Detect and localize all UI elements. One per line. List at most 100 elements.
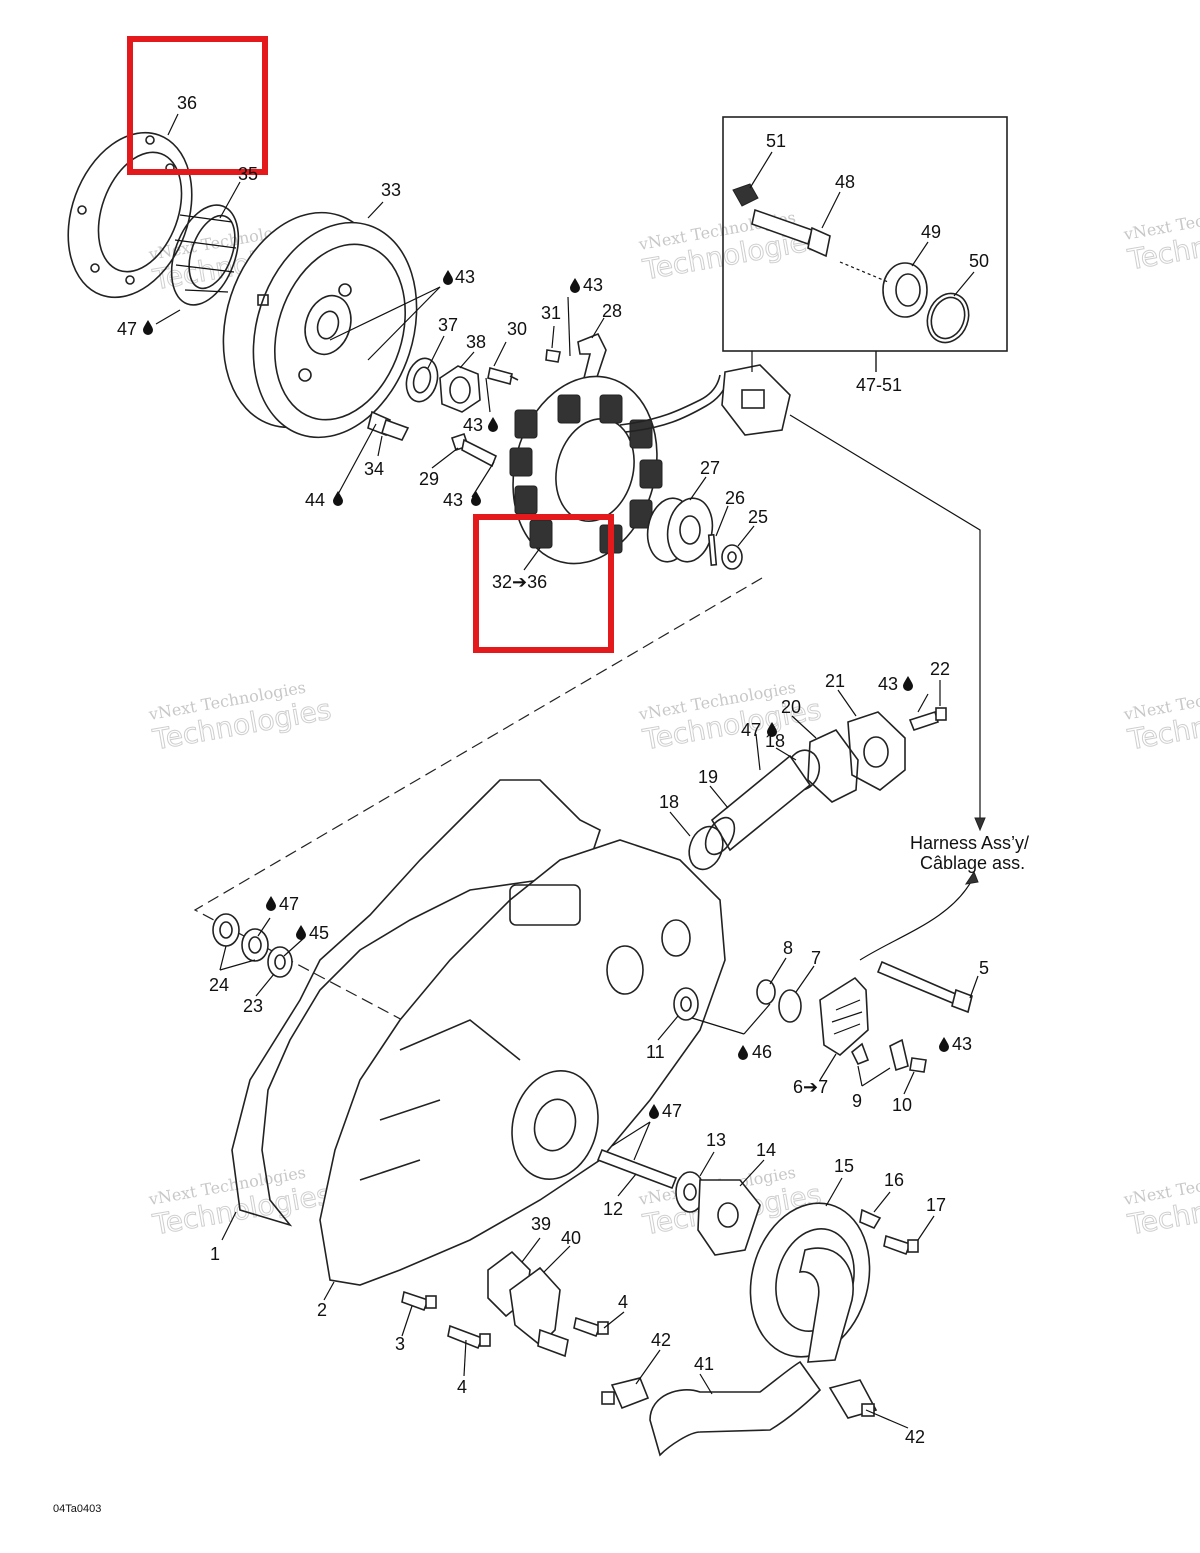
harness-arrow-head-lower [964, 870, 979, 885]
part-18-oring-lower[interactable] [683, 822, 728, 874]
callout-35: 35 [238, 164, 258, 184]
lubricant-drop-icon [570, 278, 580, 293]
part-10-screw[interactable] [909, 1057, 927, 1073]
callout-22: 22 [930, 659, 950, 679]
callout-43: 43 [878, 674, 898, 694]
part-19-sleeve[interactable] [700, 754, 812, 859]
callout-21: 21 [825, 671, 845, 691]
part-35-sprag-bearing[interactable] [159, 196, 251, 314]
callout-47-51: 47-51 [856, 375, 902, 395]
lubricant-drop-icon [296, 925, 306, 940]
part-14-impeller[interactable] [697, 1179, 761, 1256]
assembly-dashed-line [193, 577, 763, 1041]
part-24-bearings[interactable] [212, 913, 269, 962]
lubricant-drop-icon [333, 491, 343, 506]
callout-46: 46 [752, 1042, 772, 1062]
part-27-roller[interactable] [643, 495, 717, 566]
part-38-nut[interactable] [439, 365, 481, 413]
callout-37: 37 [438, 315, 458, 335]
part-2-magneto-cover[interactable] [319, 839, 726, 1286]
part-5-bolt[interactable] [876, 960, 973, 1014]
part-3-screw[interactable] [401, 1290, 437, 1312]
lubricant-drop-icon [649, 1104, 659, 1119]
part-50-ring[interactable] [921, 288, 976, 349]
part-8-seal[interactable] [756, 979, 776, 1005]
callout-29: 29 [419, 469, 439, 489]
part-16-screw[interactable] [859, 1208, 882, 1230]
callout-41: 41 [694, 1354, 714, 1374]
part-40-fitting[interactable] [509, 1266, 569, 1358]
harness-connector[interactable] [721, 364, 791, 436]
part-42-clamp-b[interactable] [828, 1379, 878, 1419]
inset-box-47-51 [722, 116, 1008, 372]
callout-16: 16 [884, 1170, 904, 1190]
callout-47: 47 [662, 1101, 682, 1121]
callout-38: 38 [466, 332, 486, 352]
callout-1: 1 [210, 1244, 220, 1264]
highlight-box-32-36 [473, 514, 614, 653]
callout-3: 3 [395, 1334, 405, 1354]
part-51-seal[interactable] [732, 183, 759, 207]
callout-labels: 36 35 33 47 43 43 37 38 30 31 28 43 34 4… [117, 93, 989, 1447]
part-36-ring-plate[interactable] [46, 115, 213, 314]
harness-route-line-lower [859, 879, 973, 961]
part-30-screw[interactable] [487, 367, 519, 385]
part-26-pin[interactable] [707, 533, 718, 566]
callout-15: 15 [834, 1156, 854, 1176]
callout-51: 51 [766, 131, 786, 151]
part-42-clamp-a[interactable] [601, 1377, 650, 1410]
part-21-thermostat-cover[interactable] [847, 711, 906, 791]
lubricant-drop-icon [903, 676, 913, 691]
part-20-gasket[interactable] [807, 728, 859, 803]
part-1-gasket[interactable] [231, 779, 601, 1227]
part-28-bracket[interactable] [577, 332, 607, 381]
part-17-screw[interactable] [883, 1234, 919, 1256]
callout-40: 40 [561, 1228, 581, 1248]
callout-48: 48 [835, 172, 855, 192]
callout-43: 43 [443, 490, 463, 510]
part-31-screw[interactable] [545, 349, 561, 363]
lubricant-drop-icon [143, 320, 153, 335]
lubricant-drop-icon [488, 417, 498, 432]
part-6-sensor[interactable] [819, 976, 869, 1056]
part-4-screw-a[interactable] [447, 1324, 491, 1350]
part-22-screw[interactable] [908, 707, 947, 731]
callout-39: 39 [531, 1214, 551, 1234]
callout-50: 50 [969, 251, 989, 271]
lubricant-drop-icon [939, 1037, 949, 1052]
part-37-washer[interactable] [402, 355, 442, 405]
part-34-bolt[interactable] [367, 410, 410, 441]
part-41-hose[interactable] [649, 1360, 822, 1457]
callout-34: 34 [364, 459, 384, 479]
harness-arrow-head [974, 817, 986, 832]
part-49-housing[interactable] [839, 261, 928, 318]
part-11-seal[interactable] [673, 987, 699, 1021]
lubricant-drop-icon [443, 270, 453, 285]
part-15-pump-housing[interactable] [734, 1190, 886, 1371]
callout-30: 30 [507, 319, 527, 339]
callout-42: 42 [651, 1330, 671, 1350]
callout-20: 20 [781, 697, 801, 717]
part-48-terminal[interactable] [751, 208, 831, 258]
callout-28: 28 [602, 301, 622, 321]
callout-43: 43 [583, 275, 603, 295]
callout-9: 9 [852, 1091, 862, 1111]
callout-18: 18 [659, 792, 679, 812]
harness-route-line [789, 414, 981, 825]
lubricant-drop-icon [738, 1045, 748, 1060]
part-33-flywheel[interactable] [197, 191, 443, 458]
part-29-bolt[interactable] [450, 432, 498, 468]
callout-25: 25 [748, 507, 768, 527]
callout-27: 27 [700, 458, 720, 478]
part-4-screw-b[interactable] [573, 1316, 609, 1338]
part-12-shaft[interactable] [596, 1148, 678, 1190]
part-9-plate[interactable] [850, 1042, 870, 1066]
callout-49: 49 [921, 222, 941, 242]
part-9b-plate[interactable] [889, 1038, 909, 1072]
callout-4: 4 [618, 1292, 628, 1312]
callout-14: 14 [756, 1140, 776, 1160]
part-25-washer[interactable] [721, 544, 743, 570]
callout-31: 31 [541, 303, 561, 323]
part-7-oring[interactable] [778, 989, 802, 1023]
